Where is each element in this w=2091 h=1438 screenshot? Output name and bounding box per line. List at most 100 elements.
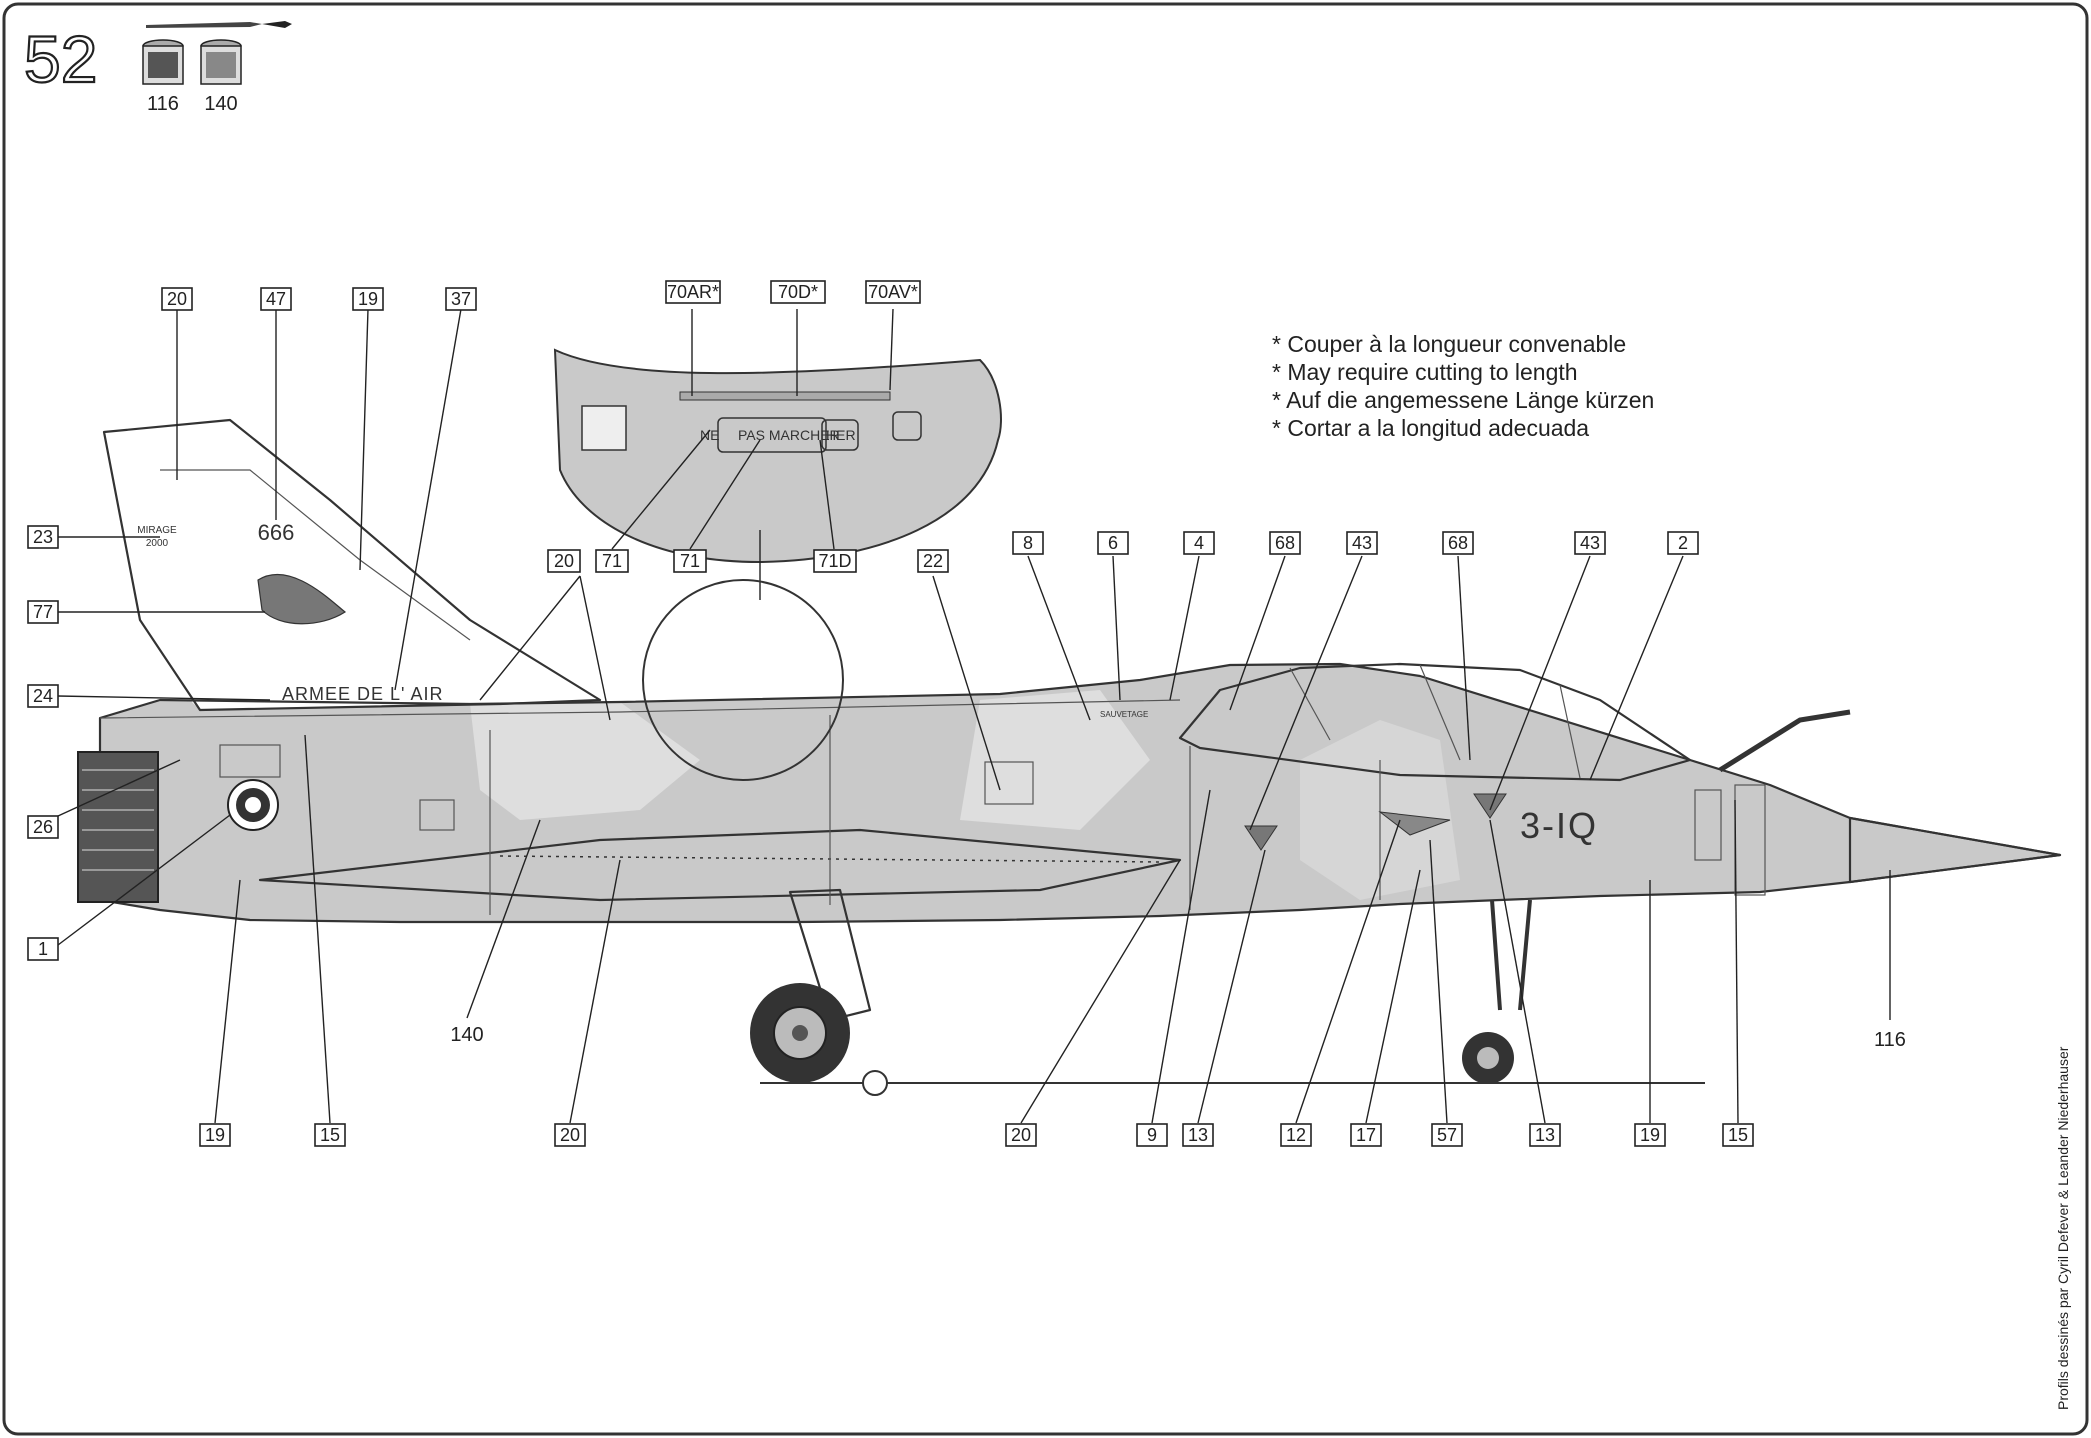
callout: 43 (1574, 531, 1606, 555)
aircraft-profile (77, 418, 2062, 1096)
callout: 70AV* (865, 280, 921, 304)
callout: 23 (27, 525, 59, 549)
svg-text:19: 19 (205, 1125, 225, 1145)
svg-text:20: 20 (554, 551, 574, 571)
callout: 71D (813, 549, 857, 573)
callout: 71 (595, 549, 629, 573)
svg-text:68: 68 (1275, 533, 1295, 553)
svg-text:15: 15 (1728, 1125, 1748, 1145)
callout: 20 (554, 1123, 586, 1147)
paint-brush-icon (146, 21, 292, 28)
callout: 15 (1722, 1123, 1754, 1147)
svg-text:20: 20 (560, 1125, 580, 1145)
detail-inset: NE PAS MARCHER HER (553, 348, 1002, 564)
callout: 43 (1346, 531, 1378, 555)
callout: 22 (917, 549, 949, 573)
svg-text:19: 19 (358, 289, 378, 309)
svg-text:15: 15 (320, 1125, 340, 1145)
svg-text:70D*: 70D* (778, 282, 818, 302)
callout: 19 (199, 1123, 231, 1147)
svg-text:47: 47 (266, 289, 286, 309)
callout: 20 (547, 549, 581, 573)
callout: 17 (1350, 1123, 1382, 1147)
svg-text:1: 1 (38, 939, 48, 959)
callout: 37 (445, 287, 477, 311)
air-force-title: ARMEE DE L' AIR (282, 684, 443, 704)
callout: 1 (27, 937, 59, 961)
svg-text:6: 6 (1108, 533, 1118, 553)
svg-text:9: 9 (1147, 1125, 1157, 1145)
warning-triangle-icon (1244, 825, 1278, 851)
tail-serial: 666 (258, 520, 295, 545)
svg-text:17: 17 (1356, 1125, 1376, 1145)
callout: 4 (1183, 531, 1215, 555)
svg-text:57: 57 (1437, 1125, 1457, 1145)
callout: 20 (161, 287, 193, 311)
walkway-ne: NE (700, 427, 719, 443)
paint-pot-icon (142, 39, 184, 85)
callout: 24 (27, 684, 59, 708)
callout: 13 (1529, 1123, 1561, 1147)
callout: 2 (1667, 531, 1699, 555)
callout: 12 (1280, 1123, 1312, 1147)
inset-locator-circle (642, 579, 844, 781)
paint-callout: 140 (450, 1024, 483, 1046)
credit-line: Profils dessinés par Cyril Defever & Lea… (2055, 1046, 2071, 1410)
callout: 70D* (770, 280, 826, 304)
callout: 20 (1005, 1123, 1037, 1147)
callout: 68 (1269, 531, 1301, 555)
svg-text:13: 13 (1188, 1125, 1208, 1145)
warning-triangle-icon (1473, 793, 1507, 819)
svg-text:8: 8 (1023, 533, 1033, 553)
step-number: 52 (24, 22, 97, 96)
callout: 26 (27, 815, 59, 839)
callout: 19 (1634, 1123, 1666, 1147)
rescue-marking: SAUVETAGE (1100, 710, 1148, 719)
svg-text:26: 26 (33, 817, 53, 837)
svg-text:2: 2 (1678, 533, 1688, 553)
svg-text:71D: 71D (818, 551, 851, 571)
callout: 8 (1012, 531, 1044, 555)
paint-label: 140 (204, 93, 237, 115)
paint-callout: 116 (1874, 1029, 1906, 1051)
svg-text:4: 4 (1194, 533, 1204, 553)
callout: 57 (1431, 1123, 1463, 1147)
leader-lines (57, 308, 1891, 1124)
svg-text:24: 24 (33, 686, 53, 706)
callout: 68 (1442, 531, 1474, 555)
note-line: * Couper à la longueur convenable (1272, 331, 1626, 357)
tail-type-line1: MIRAGE (137, 525, 177, 536)
callout: 15 (314, 1123, 346, 1147)
squadron-code: 3-IQ (1520, 805, 1598, 846)
paint-pot-icon (200, 39, 242, 85)
svg-text:20: 20 (167, 289, 187, 309)
callout: 19 (352, 287, 384, 311)
callout: 70AR* (665, 280, 721, 304)
french-roundel-icon (227, 779, 279, 831)
note-line: * Auf die angemessene Länge kürzen (1272, 387, 1654, 413)
squadron-badge-icon (257, 573, 347, 625)
callout: 77 (27, 600, 59, 624)
svg-text:22: 22 (923, 551, 943, 571)
svg-text:13: 13 (1535, 1125, 1555, 1145)
svg-text:43: 43 (1352, 533, 1372, 553)
note-line: * May require cutting to length (1272, 359, 1578, 385)
svg-text:68: 68 (1448, 533, 1468, 553)
svg-text:12: 12 (1286, 1125, 1306, 1145)
svg-text:23: 23 (33, 527, 53, 547)
note-line: * Cortar a la longitud adecuada (1272, 415, 1589, 441)
svg-text:19: 19 (1640, 1125, 1660, 1145)
svg-text:20: 20 (1011, 1125, 1031, 1145)
svg-text:71: 71 (680, 551, 700, 571)
svg-text:70AR*: 70AR* (667, 282, 719, 302)
walkway-her: HER (826, 427, 856, 443)
svg-text:70AV*: 70AV* (868, 282, 918, 302)
svg-text:77: 77 (33, 602, 53, 622)
walkway-pas: PAS MARCHER (738, 427, 840, 443)
svg-text:37: 37 (451, 289, 471, 309)
callout: 47 (260, 287, 292, 311)
callout: 13 (1182, 1123, 1214, 1147)
